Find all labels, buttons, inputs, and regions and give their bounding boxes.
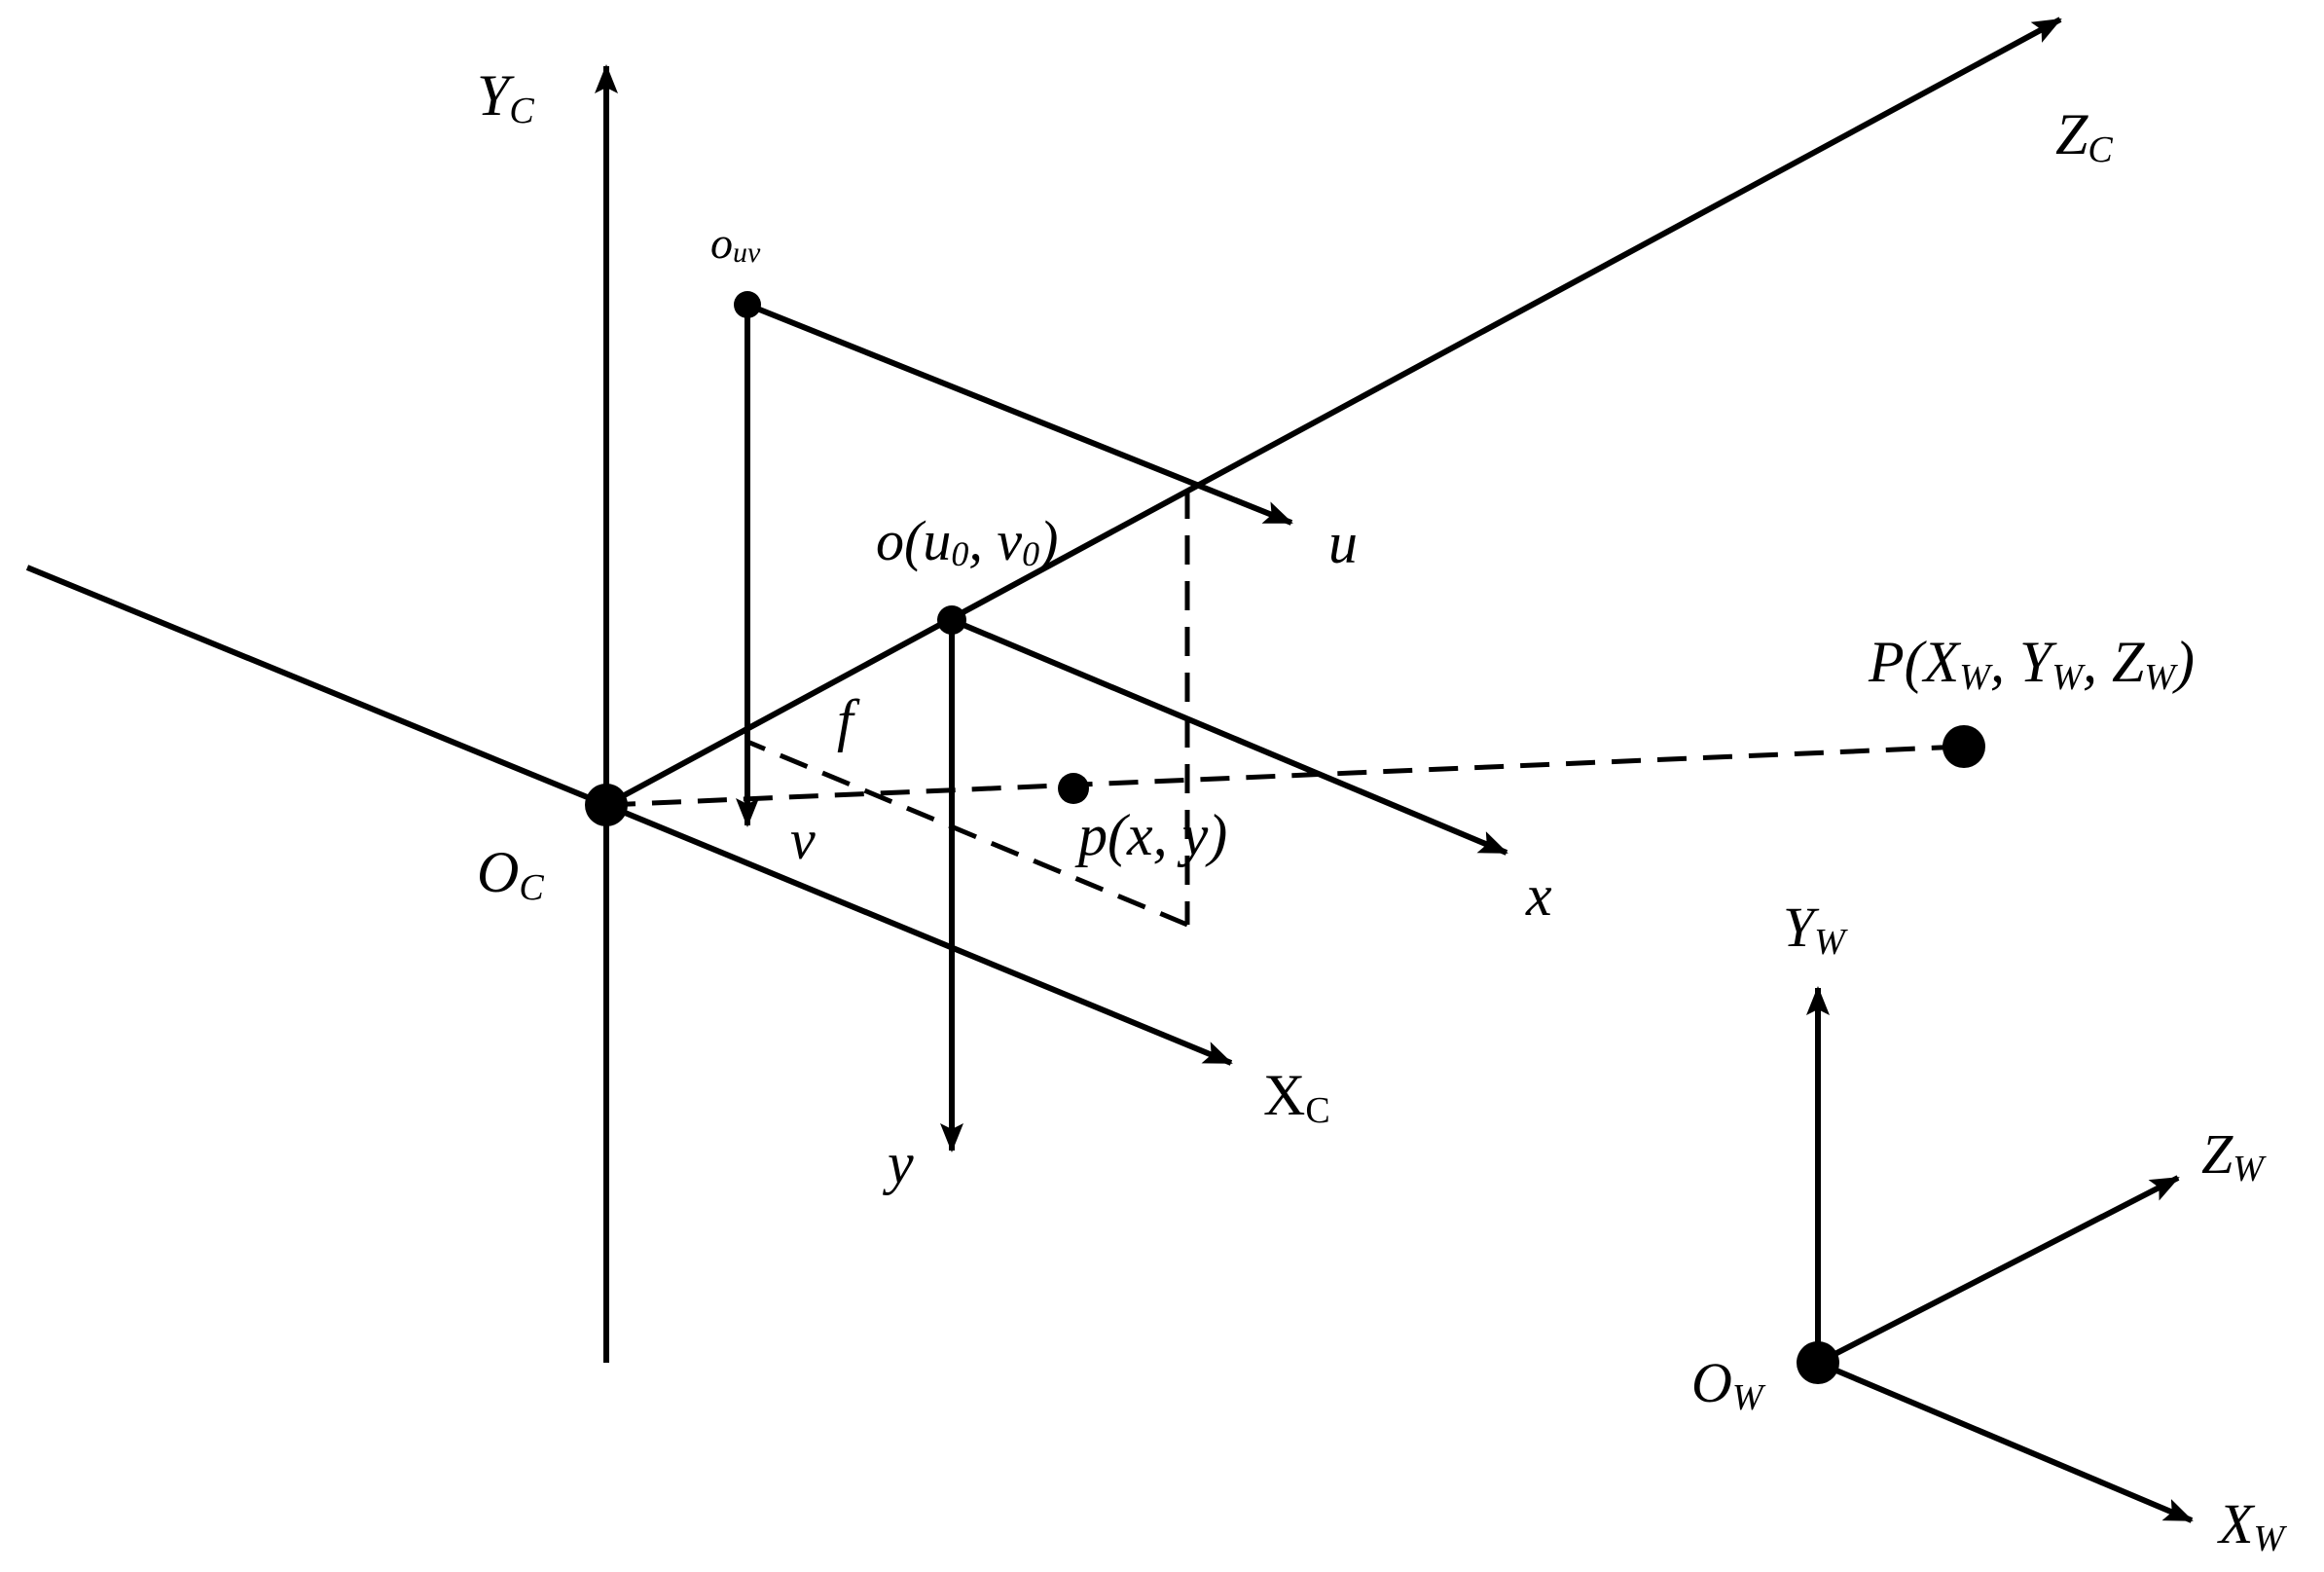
zc-label: ZC bbox=[2055, 102, 2113, 170]
y-label: y bbox=[882, 1131, 914, 1195]
x-axis bbox=[950, 617, 1508, 856]
v-label: v bbox=[790, 808, 816, 871]
u-label: u bbox=[1328, 511, 1358, 575]
zw-label: ZW bbox=[2201, 1122, 2267, 1189]
projection-ray-dash bbox=[605, 744, 1965, 808]
xc-label: XC bbox=[1263, 1063, 1330, 1131]
yc-label: YC bbox=[477, 63, 534, 131]
ouv-label: ouv bbox=[710, 218, 761, 269]
x-label: x bbox=[1525, 863, 1552, 928]
principal-point bbox=[937, 605, 966, 635]
principal-point-label: o(u0, v0) bbox=[876, 509, 1058, 573]
zw-axis bbox=[1816, 1175, 2180, 1366]
f-label: f bbox=[837, 688, 860, 752]
zc-axis bbox=[604, 17, 2062, 808]
xw-axis bbox=[1816, 1360, 2194, 1523]
oc-origin-point bbox=[585, 784, 628, 826]
image-point-p bbox=[1058, 773, 1089, 804]
oc-label: OC bbox=[477, 840, 544, 908]
xw-label: XW bbox=[2217, 1492, 2287, 1559]
yw-label: YW bbox=[1783, 896, 1848, 963]
image-plane-bottom-dash bbox=[746, 739, 1188, 928]
world-point-P bbox=[1943, 725, 1985, 768]
ow-label: OW bbox=[1691, 1351, 1766, 1418]
ouv-origin-point bbox=[734, 291, 761, 318]
world-point-label: P(XW, YW, ZW) bbox=[1868, 630, 2195, 698]
u-axis bbox=[745, 302, 1293, 526]
xc-axis bbox=[604, 802, 1233, 1066]
image-point-label: p(x, y) bbox=[1074, 803, 1227, 867]
xc-axis-back bbox=[25, 565, 608, 808]
